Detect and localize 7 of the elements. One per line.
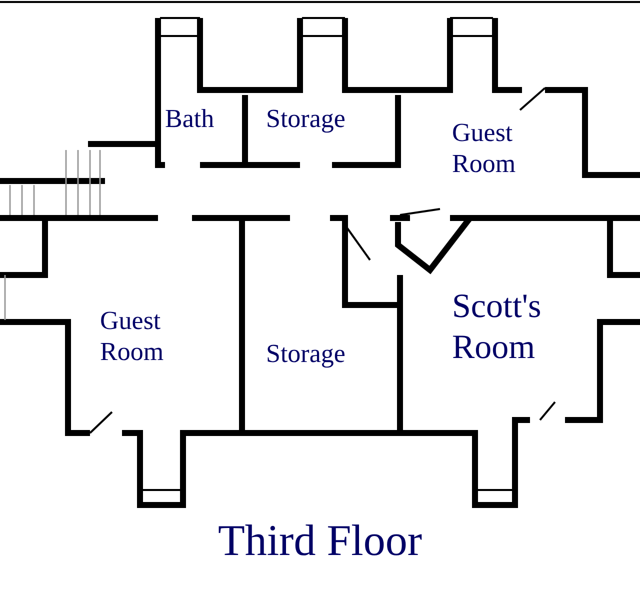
room-label: Scott's Room bbox=[452, 287, 542, 368]
room-label: Storage bbox=[266, 338, 346, 370]
room-label: Guest Room bbox=[100, 305, 165, 368]
floor-title: Third Floor bbox=[216, 515, 424, 566]
room-label: Storage bbox=[266, 103, 346, 134]
room-label: Guest Room bbox=[452, 117, 517, 180]
room-label: Bath bbox=[165, 103, 216, 134]
